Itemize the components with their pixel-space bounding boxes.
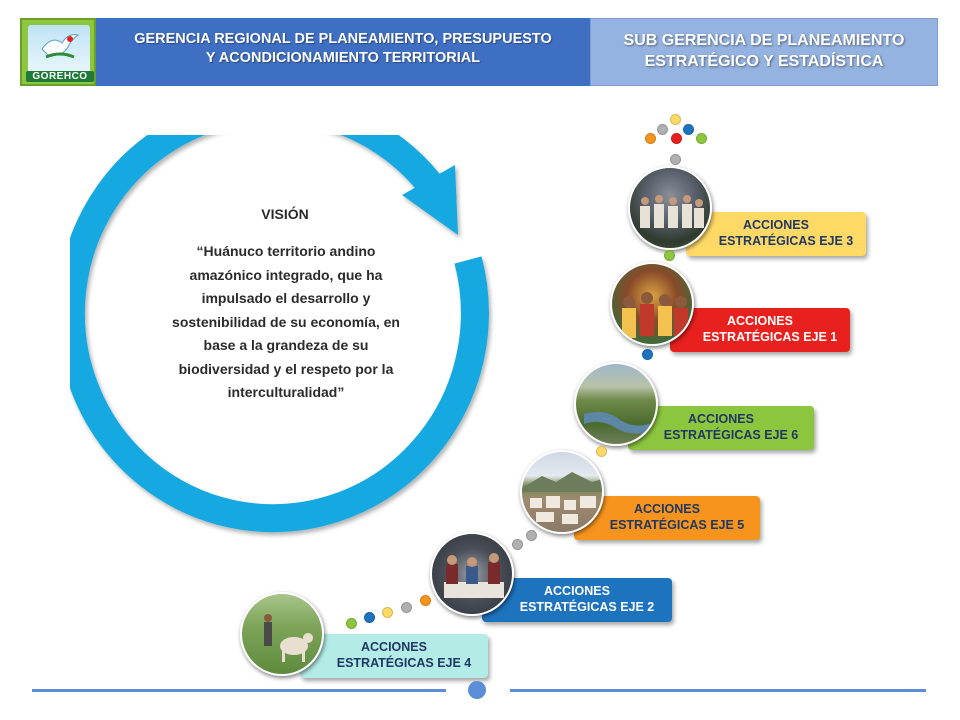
action-eje-3-line2: ESTRATÉGICAS EJE 3: [718, 234, 854, 248]
header-main-line2: Y ACONDICIONAMIENTO TERRITORIAL: [205, 50, 481, 66]
header-sub-line2: ESTRATÉGICO Y ESTADÍSTICA: [644, 53, 884, 70]
action-eje-2: ACCIONES ESTRATÉGICAS EJE 2: [482, 578, 672, 622]
footer-dot: [468, 681, 486, 699]
trail-dot: [401, 602, 412, 613]
photo-eje-4-livestock: [240, 592, 324, 676]
trail-dot: [382, 607, 393, 618]
trail-dot: [645, 133, 656, 144]
action-eje-6-line1: ACCIONES: [688, 412, 754, 426]
trail-dot: [596, 446, 607, 457]
action-eje-1-line2: ESTRATÉGICAS EJE 1: [702, 330, 838, 344]
action-eje-3-line1: ACCIONES: [743, 218, 809, 232]
trail-dot: [671, 133, 682, 144]
logo-emblem: [28, 25, 90, 73]
header-sub-line1: SUB GERENCIA DE PLANEAMIENTO: [623, 32, 905, 49]
photo-eje-1-people: [610, 262, 694, 346]
action-eje-4-line2: ESTRATÉGICAS EJE 4: [336, 656, 472, 670]
footer-line-right: [510, 689, 926, 692]
trail-dot: [670, 114, 681, 125]
trail-dot: [364, 612, 375, 623]
action-eje-1-line1: ACCIONES: [727, 314, 793, 328]
trail-dot: [526, 530, 537, 541]
trail-dot: [683, 124, 694, 135]
action-eje-6: ACCIONES ESTRATÉGICAS EJE 6: [628, 406, 814, 450]
header-main-line1: GERENCIA REGIONAL DE PLANEAMIENTO, PRESU…: [134, 31, 552, 47]
photo-eje-5-city: [520, 450, 604, 534]
photo-eje-3-students: [628, 166, 712, 250]
photo-eje-6-landscape: [574, 362, 658, 446]
trail-dot: [670, 154, 681, 165]
action-eje-3: ACCIONES ESTRATÉGICAS EJE 3: [686, 212, 866, 256]
action-eje-5: ACCIONES ESTRATÉGICAS EJE 5: [574, 496, 760, 540]
trail-dot: [420, 595, 431, 606]
action-eje-5-line1: ACCIONES: [634, 502, 700, 516]
action-eje-4-line1: ACCIONES: [361, 640, 427, 654]
vision-title: VISIÓN: [261, 206, 309, 222]
action-eje-4: ACCIONES ESTRATÉGICAS EJE 4: [300, 634, 488, 678]
trail-dot: [512, 539, 523, 550]
action-eje-5-line2: ESTRATÉGICAS EJE 5: [609, 518, 745, 532]
dove-icon: [41, 34, 80, 59]
action-eje-1: ACCIONES ESTRATÉGICAS EJE 1: [670, 308, 850, 352]
header-main-title: GERENCIA REGIONAL DE PLANEAMIENTO, PRESU…: [96, 18, 590, 86]
gorehco-logo: GOREHCO: [20, 18, 96, 86]
vision-ring-arrowhead: [402, 165, 458, 235]
footer-line-left: [32, 689, 446, 692]
vision-ring: [70, 135, 489, 533]
photo-eje-2-classroom: [430, 532, 514, 616]
header: GOREHCO GERENCIA REGIONAL DE PLANEAMIENT…: [20, 18, 938, 86]
action-eje-2-line1: ACCIONES: [544, 584, 610, 598]
logo-text: GOREHCO: [26, 71, 94, 82]
trail-dot: [657, 124, 668, 135]
trail-dot: [664, 250, 675, 261]
vision-ring-arc: [70, 135, 489, 533]
trail-dot: [346, 618, 357, 629]
trail-dot: [642, 349, 653, 360]
action-eje-6-line2: ESTRATÉGICAS EJE 6: [663, 428, 799, 442]
header-sub-title: SUB GERENCIA DE PLANEAMIENTO ESTRATÉGICO…: [590, 18, 938, 86]
action-eje-2-line2: ESTRATÉGICAS EJE 2: [519, 600, 655, 614]
vision-text: “Huánuco territorio andino amazónico int…: [172, 243, 400, 400]
trail-dot: [696, 133, 707, 144]
